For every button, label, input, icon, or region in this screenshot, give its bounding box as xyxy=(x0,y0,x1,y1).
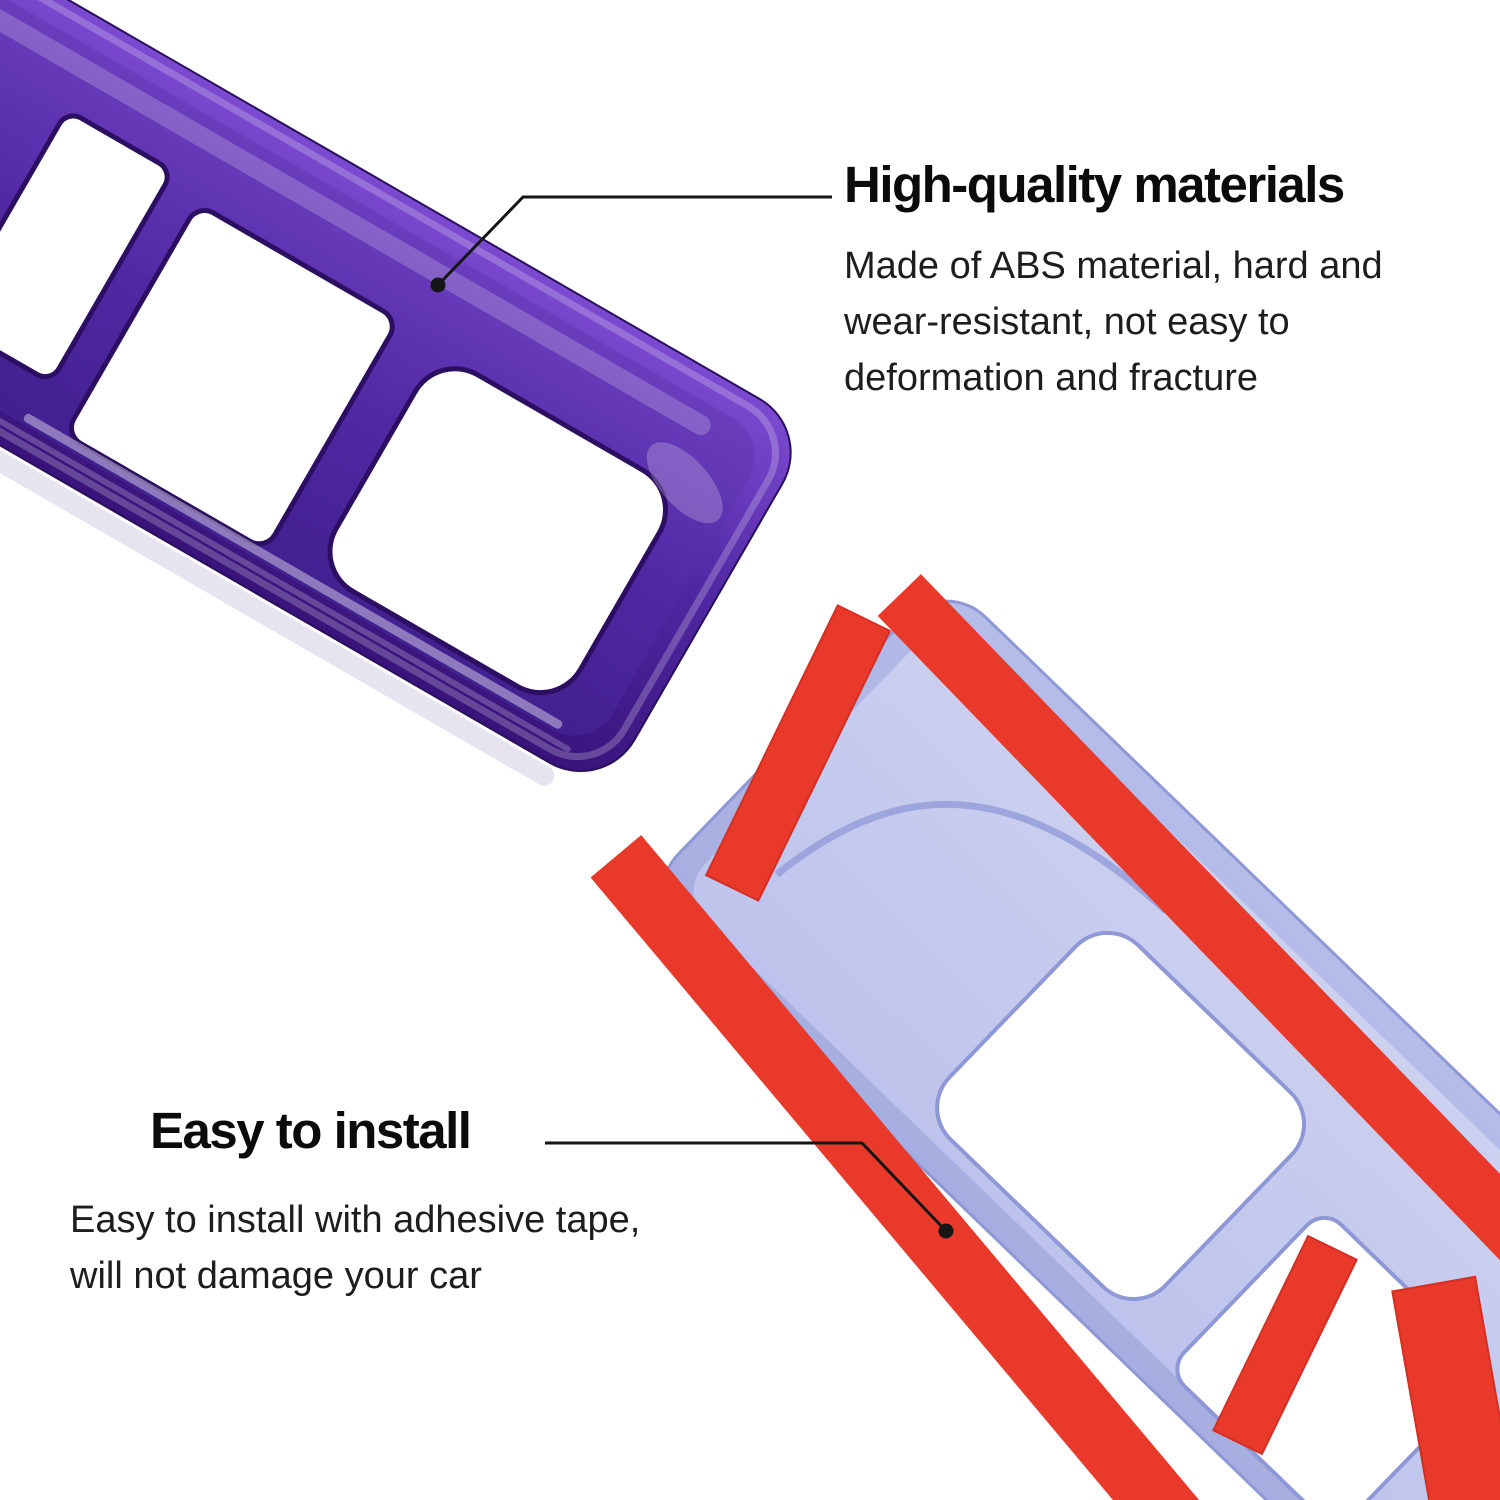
front-panel-bottom-streak-1 xyxy=(23,413,563,729)
callout-dot-2 xyxy=(938,1223,954,1239)
front-panel-opening-1 xyxy=(0,113,170,380)
front-panel-opening-3 xyxy=(327,366,668,696)
back-panel-molding-ridge xyxy=(774,800,1169,914)
front-panel-shadow xyxy=(0,320,555,786)
feature-title-easy-install: Easy to install xyxy=(150,1102,472,1159)
front-panel-opening-2 xyxy=(68,208,395,547)
adhesive-strip-lower-right xyxy=(1391,1275,1500,1500)
feature-high-quality: High-quality materials Made of ABS mater… xyxy=(844,156,1464,406)
feature-easy-install-body-block: Easy to install with adhesive tape, will… xyxy=(70,1192,682,1304)
adhesive-strip-mid xyxy=(1212,1234,1358,1456)
feature-easy-install-title-block: Easy to install xyxy=(150,1102,472,1160)
front-panel xyxy=(0,0,792,786)
callout-dot-1 xyxy=(430,277,446,293)
feature-title-high-quality: High-quality materials xyxy=(844,156,1345,213)
adhesive-strip-corner xyxy=(704,604,892,902)
back-panel-opening-1 xyxy=(935,930,1307,1302)
adhesive-strip-top-edge xyxy=(877,574,1500,1500)
feature-description-easy-install: Easy to install with adhesive tape, will… xyxy=(70,1199,641,1297)
callout-line-1 xyxy=(430,195,832,293)
front-panel-ridge-highlight xyxy=(0,0,779,761)
front-panel-end-sheen xyxy=(646,442,723,524)
callout-line-2 xyxy=(545,1141,954,1239)
front-panel-bottom-streak-2 xyxy=(0,404,571,753)
feature-description-high-quality: Made of ABS material, hard and wear-resi… xyxy=(844,245,1383,399)
front-panel-top-sheen xyxy=(0,0,711,436)
